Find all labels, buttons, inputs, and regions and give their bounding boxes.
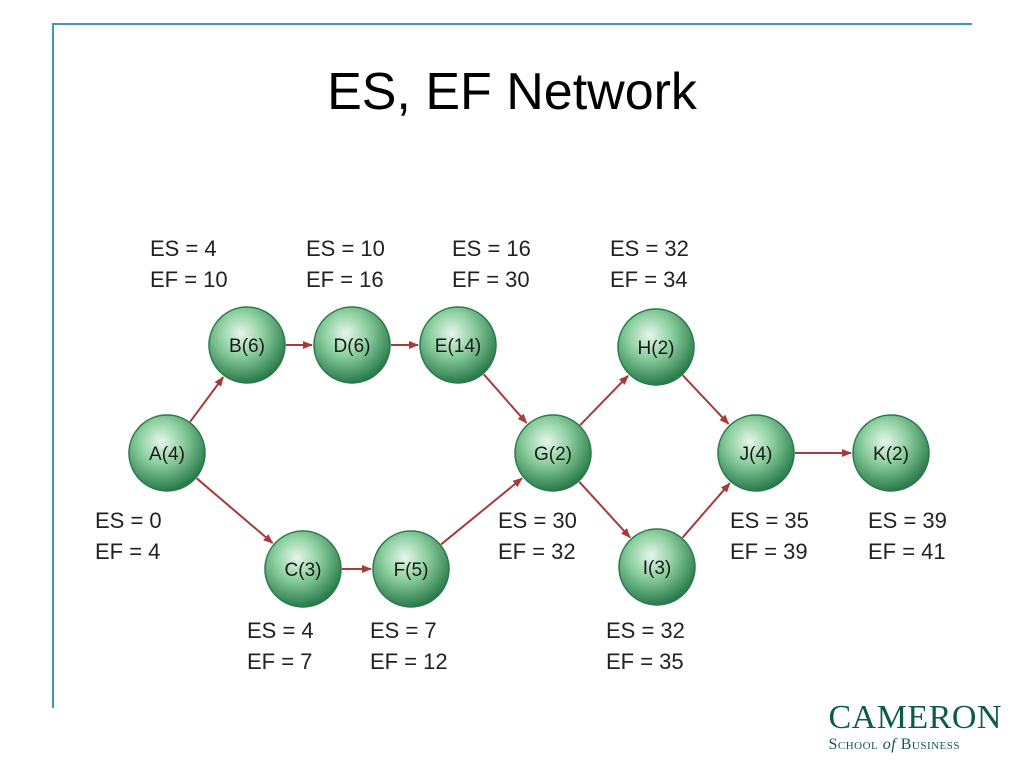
arrow-h-to-j [682, 374, 730, 425]
arrow-g-to-h [579, 374, 629, 426]
logo-school-text: School [828, 736, 879, 753]
node-d: D(6) [313, 306, 391, 384]
node-a: A(4) [128, 414, 206, 492]
ef-label-f: EF = 12 [370, 649, 448, 674]
logo-main-text: CAMERON [828, 699, 1002, 736]
nodes-layer: A(4) B(6) C(3) D(6) E(14) F(5) G(2) H(2) I(3) J(4… [128, 306, 930, 608]
ef-label-d: EF = 16 [306, 267, 384, 292]
node-e: E(14) [419, 306, 497, 384]
node-h: H(2) [617, 308, 695, 386]
cameron-logo: CAMERON School of Business [828, 700, 1002, 754]
node-circle [617, 308, 695, 386]
arrow-a-to-b [189, 376, 224, 423]
logo-business-text: Business [900, 736, 961, 753]
node-label: J(4) [740, 444, 773, 465]
es-label-a: ES = 0 [95, 508, 162, 533]
node-circle [128, 414, 206, 492]
arrow-i-to-j [681, 482, 731, 539]
node-k: K(2) [852, 414, 930, 492]
node-j: J(4) [717, 414, 795, 492]
node-circle [717, 414, 795, 492]
labels-layer: ES = 0 EF = 4 ES = 4 EF = 10 ES = 4 EF = 7 ES … [95, 236, 947, 674]
arrow-f-to-g [440, 477, 523, 546]
node-label: K(2) [873, 444, 909, 465]
node-circle [419, 306, 497, 384]
node-g: G(2) [514, 414, 592, 492]
ef-label-c: EF = 7 [247, 649, 312, 674]
es-label-f: ES = 7 [370, 618, 437, 643]
ef-label-i: EF = 35 [606, 649, 684, 674]
node-label: C(3) [285, 560, 322, 581]
ef-label-k: EF = 41 [868, 539, 946, 564]
node-circle [372, 530, 450, 608]
node-i: I(3) [618, 528, 696, 606]
node-label: G(2) [534, 444, 572, 465]
node-f: F(5) [372, 530, 450, 608]
es-label-c: ES = 4 [247, 618, 314, 643]
node-circle [618, 528, 696, 606]
edges-layer [189, 341, 852, 573]
node-label: H(2) [638, 338, 675, 359]
node-circle [208, 306, 286, 384]
slide-title: ES, EF Network [327, 63, 697, 121]
node-label: D(6) [334, 336, 371, 357]
ef-label-a: EF = 4 [95, 539, 160, 564]
arrow-e-to-g [483, 373, 528, 424]
node-c: C(3) [264, 530, 342, 608]
node-circle [852, 414, 930, 492]
logo-subtitle: School of Business [828, 736, 1002, 754]
es-label-k: ES = 39 [868, 508, 947, 533]
ef-label-j: EF = 39 [730, 539, 808, 564]
node-circle [514, 414, 592, 492]
ef-label-b: EF = 10 [150, 267, 228, 292]
node-label: A(4) [149, 444, 185, 465]
frame-left-rule [52, 23, 54, 708]
es-label-j: ES = 35 [730, 508, 809, 533]
es-label-b: ES = 4 [150, 236, 217, 261]
ef-label-g: EF = 32 [498, 539, 576, 564]
logo-of-text: of [882, 736, 897, 753]
es-label-d: ES = 10 [306, 236, 385, 261]
node-b: B(6) [208, 306, 286, 384]
node-circle [313, 306, 391, 384]
arrow-a-to-c [196, 477, 274, 544]
es-label-h: ES = 32 [610, 236, 689, 261]
node-label: E(14) [435, 336, 481, 357]
node-label: B(6) [229, 336, 265, 357]
ef-label-h: EF = 34 [610, 267, 688, 292]
node-circle [264, 530, 342, 608]
frame-top-rule [52, 23, 972, 25]
arrow-g-to-i [578, 481, 631, 539]
es-label-g: ES = 30 [498, 508, 577, 533]
node-label: F(5) [394, 560, 429, 581]
node-label: I(3) [643, 558, 672, 579]
es-label-e: ES = 16 [452, 236, 531, 261]
ef-label-e: EF = 30 [452, 267, 530, 292]
es-label-i: ES = 32 [606, 618, 685, 643]
